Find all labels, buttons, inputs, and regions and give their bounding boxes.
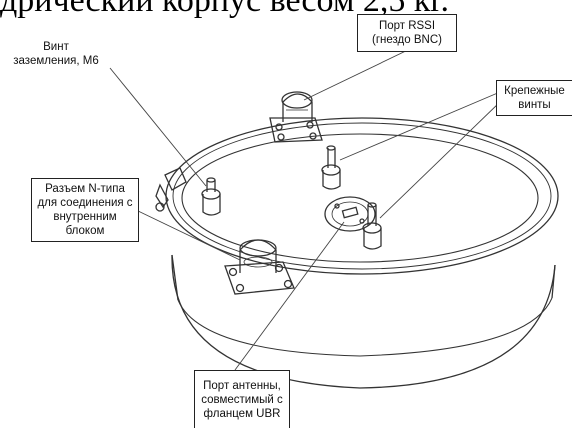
- callout-line: заземления, М6: [13, 55, 99, 67]
- housing-top-rim: [165, 117, 559, 275]
- callout-line: фланцем UBR: [203, 407, 281, 420]
- mount-screw-2: [362, 202, 382, 250]
- callout-mount-screws: Крепежные винты: [496, 80, 572, 116]
- antenna-port: [324, 196, 376, 232]
- mount-screw-1: [321, 145, 341, 190]
- callout-line: совместимый с: [201, 393, 283, 406]
- callout-line: Разъем N-типа: [45, 183, 125, 195]
- callout-line: для соединения с: [37, 197, 133, 209]
- callout-line: винты: [518, 99, 551, 111]
- rssi-port: [269, 91, 323, 143]
- callout-line: Винт: [43, 41, 69, 53]
- housing-bottom: [171, 254, 556, 389]
- callout-line: Крепежные: [504, 85, 565, 97]
- callout-line: внутренним: [53, 211, 117, 223]
- ground-screw: [201, 177, 221, 216]
- callout-antenna-port: Порт антенны, совместимый с фланцем UBR: [194, 370, 290, 428]
- callout-line: Порт RSSI: [378, 20, 436, 32]
- callout-line: блоком: [65, 225, 105, 237]
- leader-lines: [109, 47, 501, 371]
- heading-fragment: дрический корпус весом 2,5 кг.: [0, 0, 449, 19]
- callout-line: Порт антенны,: [203, 379, 281, 392]
- housing-top-rim-inner: [172, 122, 552, 270]
- housing-lid: [181, 133, 539, 263]
- callout-n-connector: Разъем N-типа для соединения с внутренни…: [31, 178, 139, 242]
- callout-rssi-port: Порт RSSI (гнездо BNC): [357, 14, 457, 52]
- housing-band: [177, 297, 553, 357]
- ground-bracket: [164, 167, 187, 191]
- n-connector: [224, 239, 295, 295]
- callout-line: (гнездо BNC): [372, 34, 442, 46]
- callout-ground-screw: Винт заземления, М6: [8, 40, 104, 68]
